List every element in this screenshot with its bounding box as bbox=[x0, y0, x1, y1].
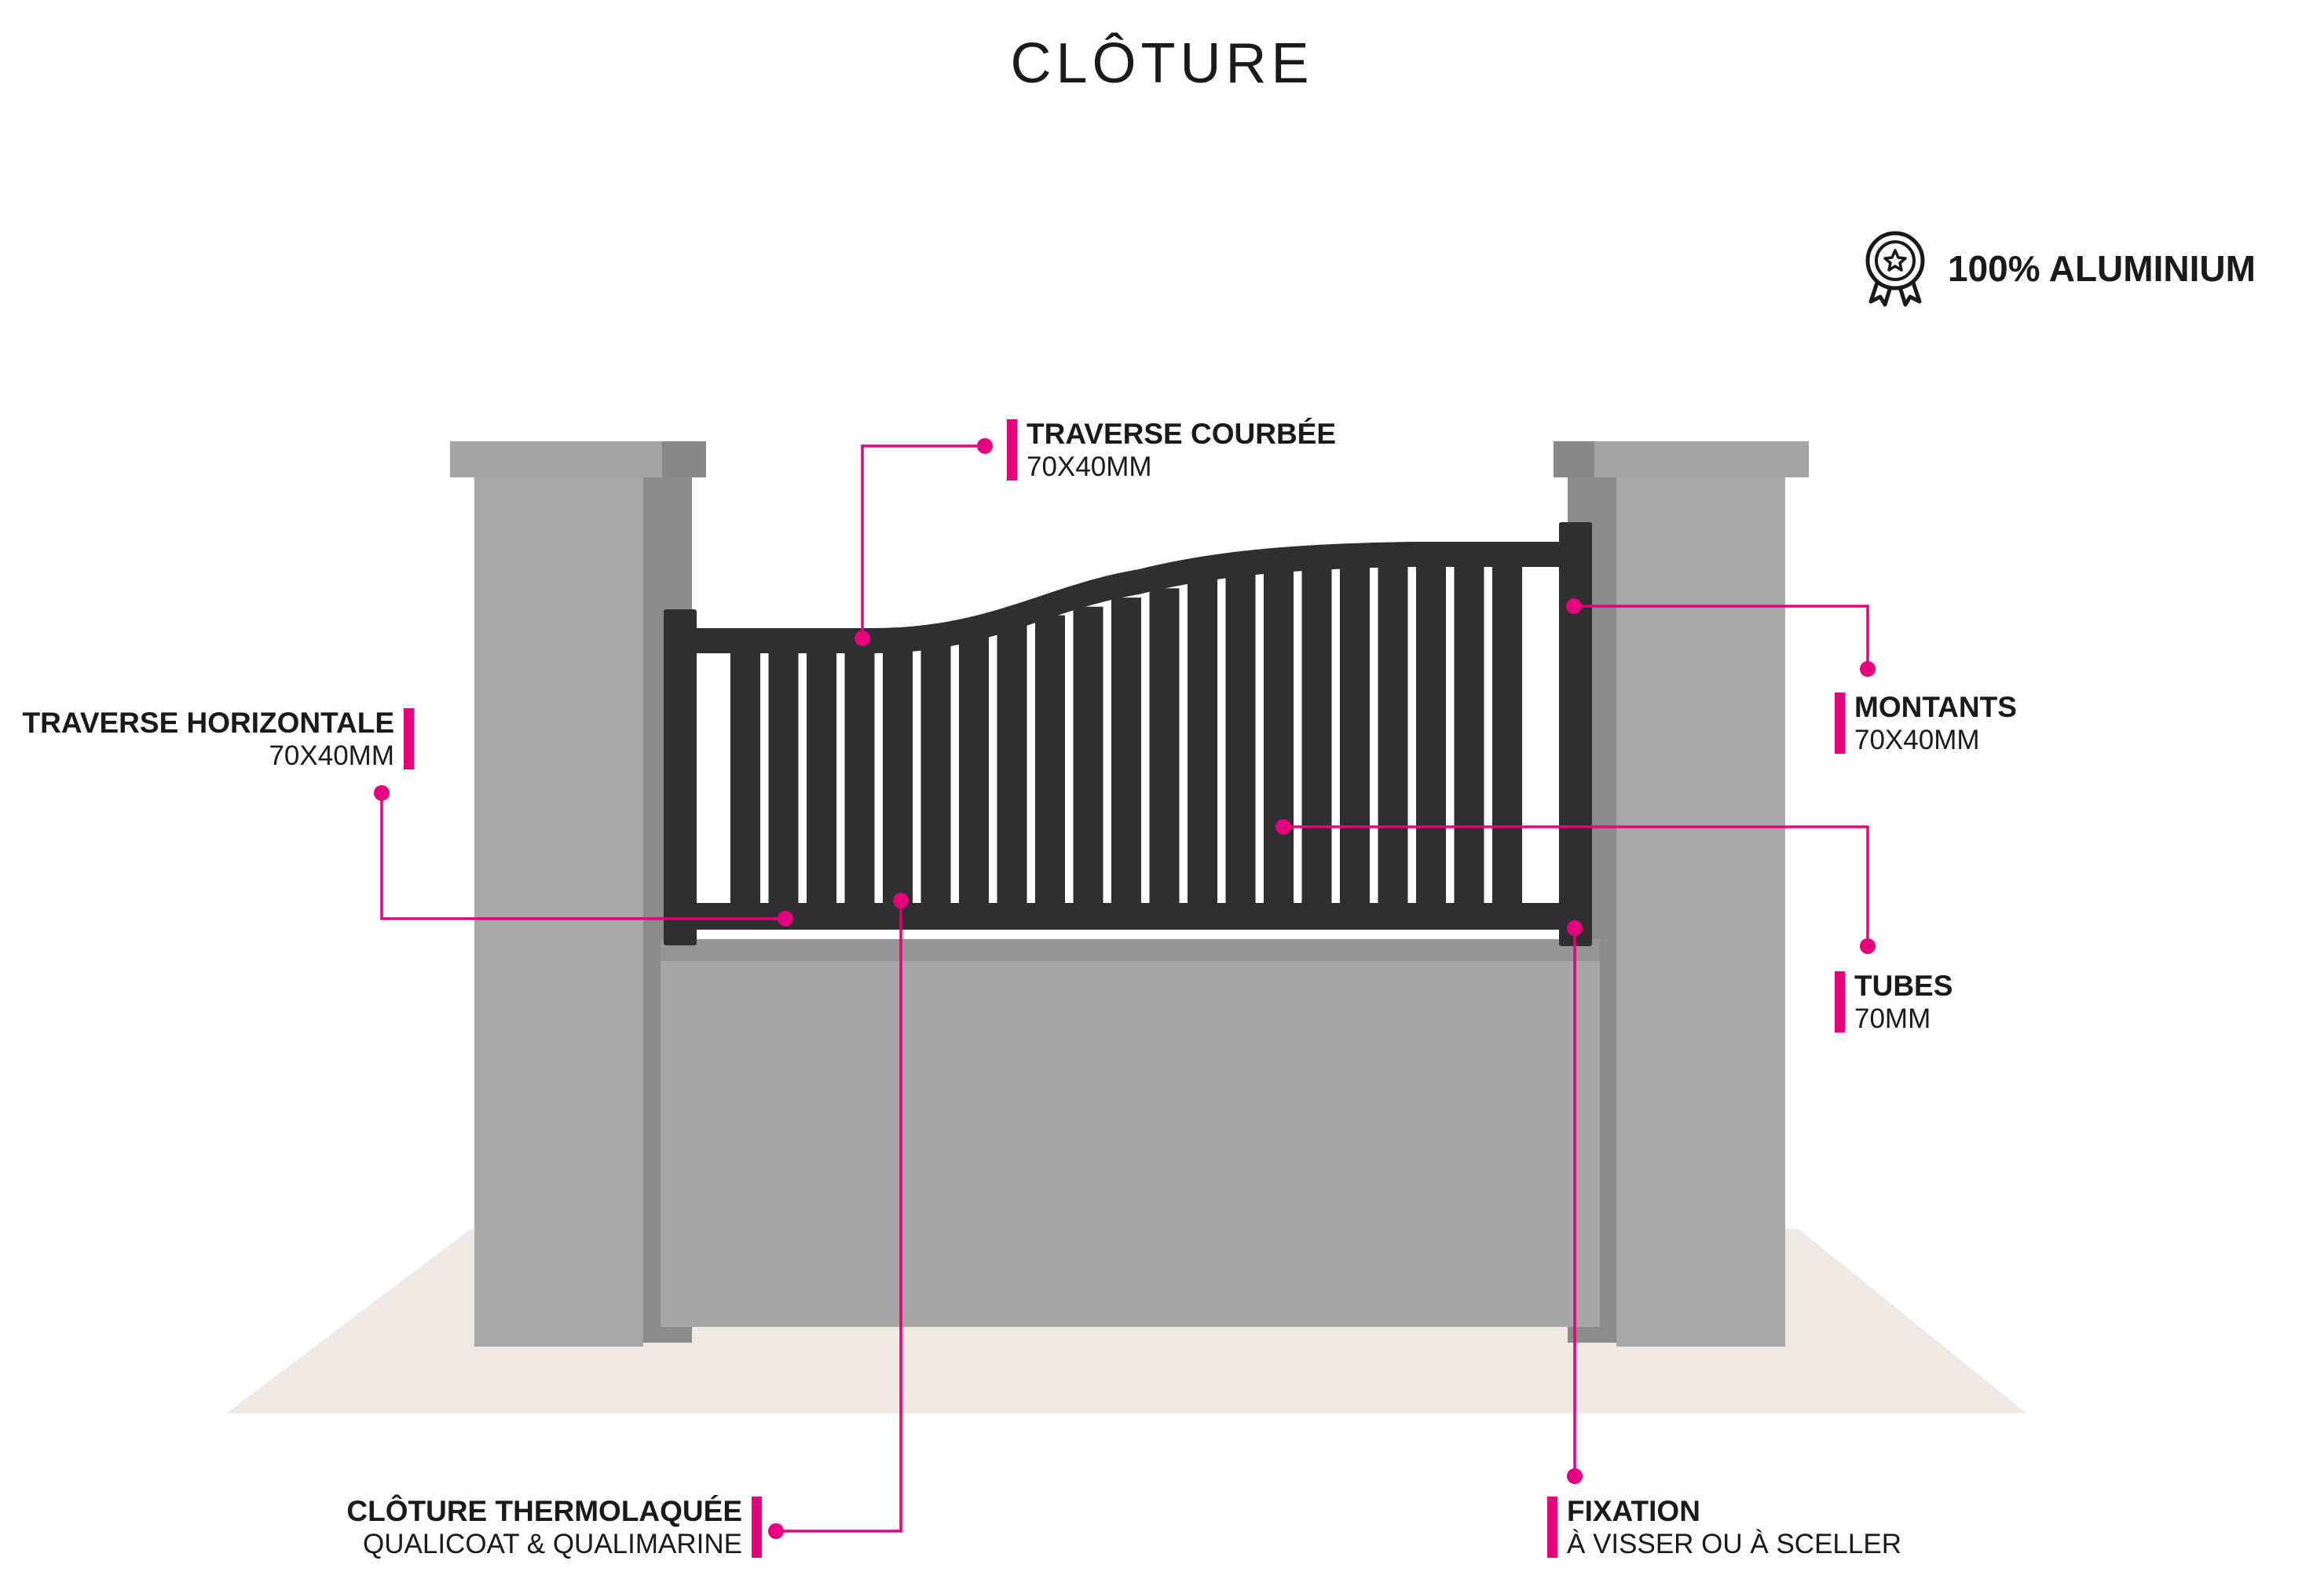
fence-tube bbox=[1416, 550, 1446, 916]
fence-tube bbox=[1188, 579, 1217, 916]
curved-top-rail bbox=[691, 542, 1563, 653]
label-tubes: TUBES 70MM bbox=[1835, 970, 1953, 1036]
fence-tubes bbox=[730, 550, 1522, 916]
callout-dots bbox=[374, 438, 1876, 1539]
fence-tube bbox=[920, 634, 951, 916]
fence-panel bbox=[664, 522, 1592, 946]
label-title: TRAVERSE HORIZONTALE bbox=[22, 707, 394, 739]
fence-tube bbox=[1492, 550, 1522, 916]
fence-tube bbox=[768, 638, 799, 916]
fence-tube bbox=[1225, 571, 1256, 916]
fence-tube bbox=[844, 638, 875, 916]
label-detail: 70X40MM bbox=[1854, 725, 1980, 755]
label-title: TRAVERSE COURBÉE bbox=[1027, 418, 1337, 450]
award-ribbon-icon bbox=[1865, 231, 1925, 307]
label-detail: À VISSER OU À SCELLER bbox=[1567, 1529, 1901, 1559]
callout-lines bbox=[380, 444, 1869, 1533]
label-detail: 70MM bbox=[1854, 1003, 1931, 1034]
fence-tube bbox=[1149, 588, 1180, 916]
label-marker bbox=[752, 1497, 762, 1558]
label-traverse-horizontale: TRAVERSE HORIZONTALE 70X40MM bbox=[16, 707, 414, 773]
label-detail: QUALICOAT & QUALIMARINE bbox=[363, 1529, 742, 1559]
bottom-horizontal-rail bbox=[691, 903, 1563, 930]
label-marker bbox=[404, 708, 414, 769]
label-marker bbox=[1007, 419, 1017, 481]
fence-tube bbox=[1301, 557, 1332, 916]
left-pillar bbox=[450, 441, 706, 1347]
fence-tube bbox=[1378, 550, 1408, 916]
label-title: MONTANTS bbox=[1854, 691, 2017, 723]
label-fixation: FIXATION À VISSER OU À SCELLER bbox=[1547, 1495, 1901, 1561]
label-montants: MONTANTS 70X40MM bbox=[1835, 691, 2017, 757]
fence-tube bbox=[1035, 615, 1065, 916]
fence-tube bbox=[883, 637, 913, 916]
fence-tube bbox=[1264, 563, 1294, 916]
right-post bbox=[1559, 522, 1592, 946]
badge-text: 100% ALUMINIUM bbox=[1948, 248, 2256, 289]
label-traverse-courbee: TRAVERSE COURBÉE 70X40MM bbox=[1007, 418, 1336, 484]
label-marker bbox=[1835, 971, 1845, 1033]
fence-tube bbox=[997, 623, 1027, 916]
label-detail: 70X40MM bbox=[269, 740, 394, 771]
fence-tube bbox=[959, 629, 989, 916]
fence-tube bbox=[1073, 606, 1103, 916]
label-title: FIXATION bbox=[1567, 1495, 1700, 1527]
fence-tube bbox=[1454, 550, 1484, 916]
label-title: TUBES bbox=[1854, 970, 1953, 1002]
label-marker bbox=[1547, 1497, 1557, 1558]
label-marker bbox=[1835, 693, 1845, 754]
fence-tube bbox=[730, 638, 760, 916]
label-thermolaquee: CLÔTURE THERMOLAQUÉE QUALICOAT & QUALIMA… bbox=[236, 1495, 762, 1561]
aluminium-badge: 100% ALUMINIUM bbox=[1861, 229, 2256, 308]
left-post bbox=[664, 609, 697, 945]
label-detail: 70X40MM bbox=[1027, 451, 1152, 482]
low-wall bbox=[661, 939, 1600, 1327]
page-title: CLÔTURE bbox=[1010, 32, 1314, 95]
fence-tube bbox=[1111, 598, 1141, 916]
fence-tube bbox=[807, 638, 836, 916]
fence-tube bbox=[1340, 552, 1370, 916]
label-title: CLÔTURE THERMOLAQUÉE bbox=[346, 1495, 742, 1527]
